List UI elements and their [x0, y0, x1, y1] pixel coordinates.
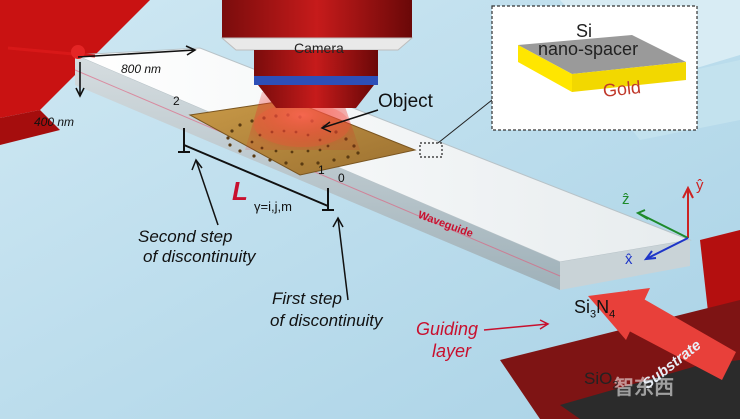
inset-gold-left: [518, 45, 572, 92]
width-dimension-label: 800 nm: [121, 62, 162, 76]
sio2-label: SiO2: [584, 370, 618, 392]
inset-gold-label: Gold: [601, 77, 642, 101]
height-dimension-label: 400 nm: [34, 115, 75, 129]
guiding-layer-pointer: [483, 323, 549, 331]
axis-z-label: ẑ: [622, 191, 630, 208]
si3n4-sub4: 4: [609, 308, 616, 321]
object-label: Object: [378, 91, 433, 112]
inset-gold-front: [572, 62, 686, 92]
light-spot: [254, 103, 350, 147]
inset-si-top: [518, 35, 686, 74]
second-step-label-line1: Second step: [138, 227, 233, 246]
step-number-0: 0: [338, 171, 345, 185]
step-number-2: 2: [173, 94, 180, 108]
laser-spot: [71, 45, 85, 59]
sio2-sio: SiO: [584, 369, 613, 388]
axis-y-label: ŷ: [696, 177, 704, 194]
substrate-left-side: [0, 110, 60, 145]
camera-body: [222, 0, 412, 38]
camera-lens-ring: [254, 76, 378, 85]
watermark-logo: 智东西: [614, 375, 674, 399]
inset-source-box: [419, 142, 443, 158]
camera-lens-lower: [258, 85, 374, 108]
pointer-arrows: [191, 109, 379, 301]
input-light-arrow-shaft: [612, 290, 736, 380]
guiding-layer-label-line2: layer: [432, 341, 472, 361]
coordinate-axes: [635, 185, 694, 261]
si3n4-label: Si3N4: [574, 298, 615, 321]
length-symbol: L: [232, 176, 248, 206]
sio2-sub2: 2: [612, 379, 619, 392]
first-step-label-line2: of discontinuity: [270, 311, 383, 330]
si3n4-si: Si: [574, 297, 591, 317]
dimension-lines: [75, 45, 197, 98]
inset-si-label: Si: [576, 21, 593, 41]
guiding-layer-arrowhead: [539, 319, 550, 330]
step-number-1: 1: [318, 163, 325, 177]
camera-lens-upper: [254, 50, 378, 78]
camera-label-band: [220, 37, 414, 51]
guiding-layer-label-line1: Guiding: [416, 319, 479, 339]
guiding-layer-line: [74, 69, 561, 277]
substrate-dark-edge: [560, 360, 740, 419]
si3n4-sub3: 3: [590, 308, 597, 321]
step-markers: [178, 128, 334, 211]
first-step-label-line1: First step: [272, 289, 342, 308]
second-step-label-line2: of discontinuity: [143, 247, 256, 266]
input-light-arrow-head: [588, 288, 650, 340]
gamma-index: γ=i,j,m: [254, 199, 292, 214]
inset-nano-spacer-label: nano-spacer: [538, 39, 639, 59]
inset-connector: [437, 99, 493, 144]
camera-label: Camera: [294, 40, 344, 56]
axis-x-label: x̂: [625, 251, 633, 268]
si3n4-n: N: [596, 297, 610, 317]
